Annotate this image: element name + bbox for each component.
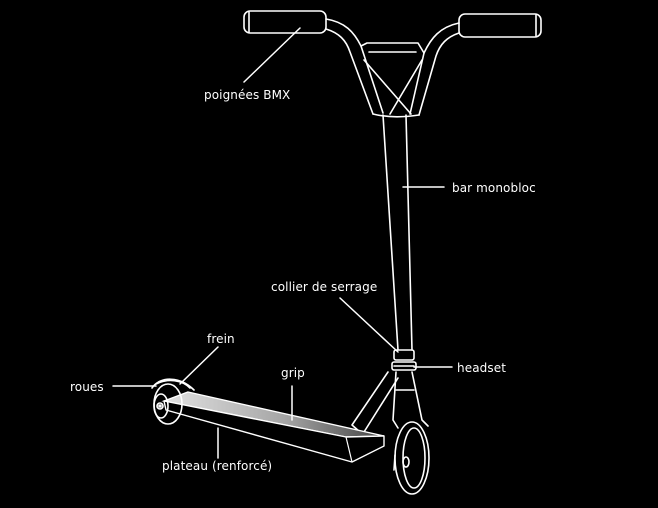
leader-clamp [339, 297, 399, 353]
handlebar [325, 18, 460, 118]
label-clamp: collier de serrage [271, 280, 378, 294]
right-grip [458, 13, 542, 38]
headset-part [391, 361, 417, 371]
rear-wheel [153, 383, 183, 425]
left-grip [243, 10, 327, 34]
fork [392, 371, 429, 429]
label-deck: plateau (renforcé) [162, 459, 273, 473]
leader-brake [179, 346, 219, 385]
bar-tube [382, 114, 413, 351]
front-wheel [393, 421, 430, 495]
label-bar: bar monobloc [452, 181, 536, 195]
label-brake: frein [207, 332, 235, 346]
label-grips: poignées BMX [204, 88, 291, 102]
leader-grips [243, 27, 301, 83]
label-headset: headset [457, 361, 506, 375]
label-grip: grip [281, 366, 305, 380]
label-wheels: roues [70, 380, 104, 394]
clamp [393, 349, 415, 361]
neck [351, 371, 399, 433]
